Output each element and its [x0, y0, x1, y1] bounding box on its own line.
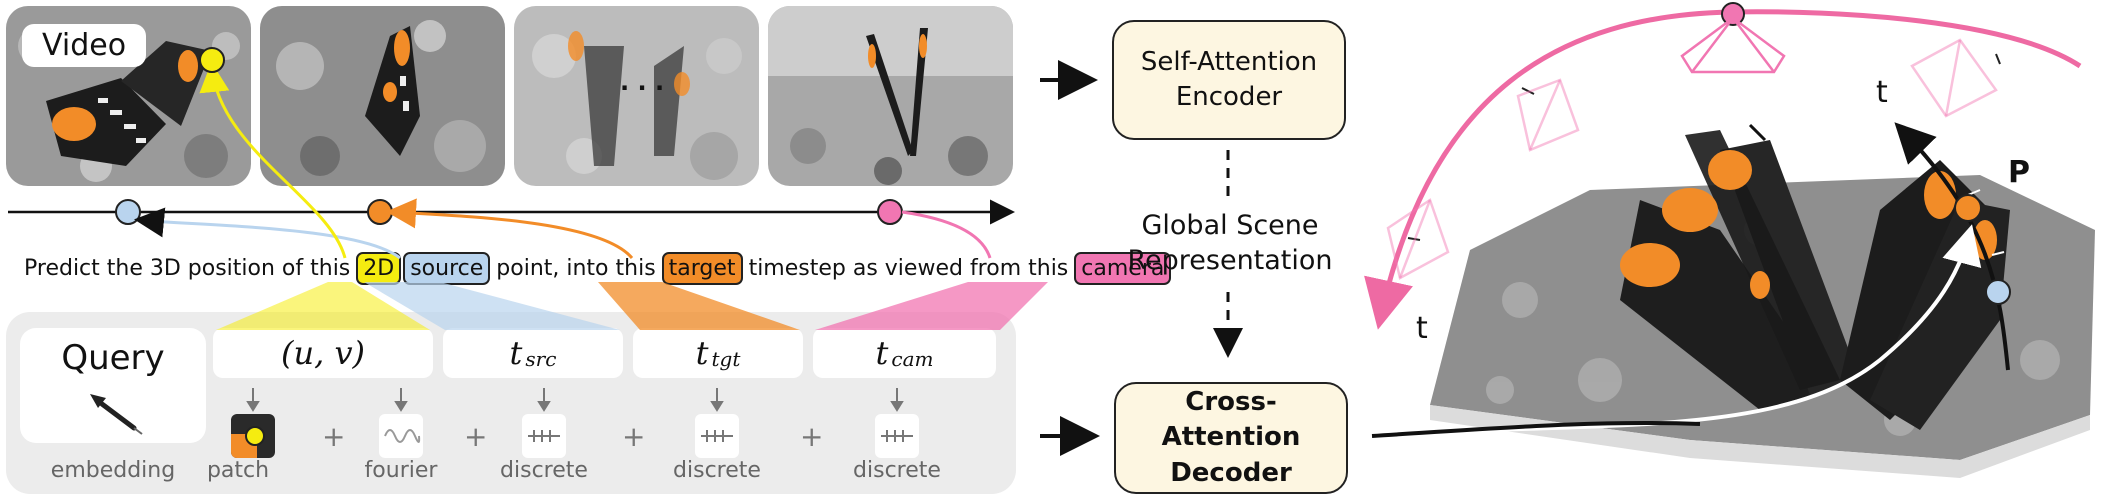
scene-line-1: Global Scene	[1080, 208, 1380, 243]
sentence-part-1: Predict the 3D position of this	[24, 256, 350, 281]
label-discrete-tgt: discrete	[667, 458, 767, 483]
tag-2d: 2D	[356, 252, 401, 285]
plus-sign-3: +	[622, 420, 645, 453]
video-frame-2	[260, 6, 505, 186]
arc-t-label: t	[1416, 311, 1428, 346]
input-t-tgt-sub: tgt	[711, 347, 740, 371]
butterfly-stack	[1620, 125, 2010, 430]
sentence-part-3: timestep as viewed from this	[749, 256, 1069, 281]
query-sentence: Predict the 3D position of this 2D sourc…	[24, 252, 1171, 285]
query-card: Query	[20, 328, 206, 443]
video-frame-1: Video	[6, 6, 251, 186]
query-title: Query	[20, 338, 206, 378]
input-t-tgt-main: t	[696, 334, 709, 372]
fourier-tile	[379, 414, 423, 458]
input-t-src-sub: src	[525, 347, 556, 371]
scene-line-2: Representation	[1080, 243, 1380, 278]
timeline-target-point	[368, 200, 392, 224]
label-discrete-cam: discrete	[847, 458, 947, 483]
discrete-tile-tgt	[695, 414, 739, 458]
decoder-to-scene-curve	[1372, 232, 1970, 436]
discrete-tile-cam	[875, 414, 919, 458]
video-label: Video	[22, 24, 146, 67]
label-patch: patch	[203, 458, 273, 483]
encoder-line-2: Encoder	[1141, 80, 1317, 115]
patch-tile	[231, 414, 275, 458]
input-t-cam-sub: cam	[891, 347, 933, 371]
dart-icon	[88, 392, 144, 436]
camera-arc	[1380, 12, 2080, 320]
scene-source-point	[1986, 280, 2010, 304]
input-t-cam-main: t	[876, 334, 889, 372]
timeline-source-point	[116, 200, 140, 224]
scene-ground	[1430, 175, 2095, 460]
encoder-line-1: Self-Attention	[1141, 45, 1317, 80]
point-trajectory	[1900, 128, 2008, 370]
video-frame-3: · · ·	[514, 6, 759, 186]
camera-frustums	[1388, 18, 1996, 278]
embedding-label: embedding	[20, 458, 206, 483]
arc-ticks	[1408, 54, 2000, 240]
input-uv-text: (u, v)	[281, 334, 365, 372]
input-t-src-main: t	[510, 334, 523, 372]
camera-on-arc	[1722, 3, 1744, 25]
trajectory-t-label: t	[1876, 75, 1888, 110]
sentence-part-2: point, into this	[496, 256, 655, 281]
input-uv: (u, v)	[213, 328, 433, 378]
discrete-tile-src	[522, 414, 566, 458]
label-discrete-src: discrete	[494, 458, 594, 483]
frame-ellipsis: · · ·	[620, 74, 664, 102]
tag-source: source	[403, 252, 490, 285]
decoder-line-2: Decoder	[1116, 456, 1346, 491]
plus-sign-1: +	[322, 420, 345, 453]
plus-sign-2: +	[464, 420, 487, 453]
label-fourier: fourier	[351, 458, 451, 483]
video-frame-4	[768, 6, 1013, 186]
timeline-camera-point	[878, 200, 902, 224]
global-scene-representation: Global Scene Representation	[1080, 208, 1380, 278]
scene-target-point	[1955, 195, 1981, 221]
decoder-line-1: Cross-Attention	[1116, 385, 1346, 455]
tag-target: target	[662, 252, 743, 285]
point-p-label: P	[2008, 155, 2030, 190]
plus-sign-4: +	[800, 420, 823, 453]
